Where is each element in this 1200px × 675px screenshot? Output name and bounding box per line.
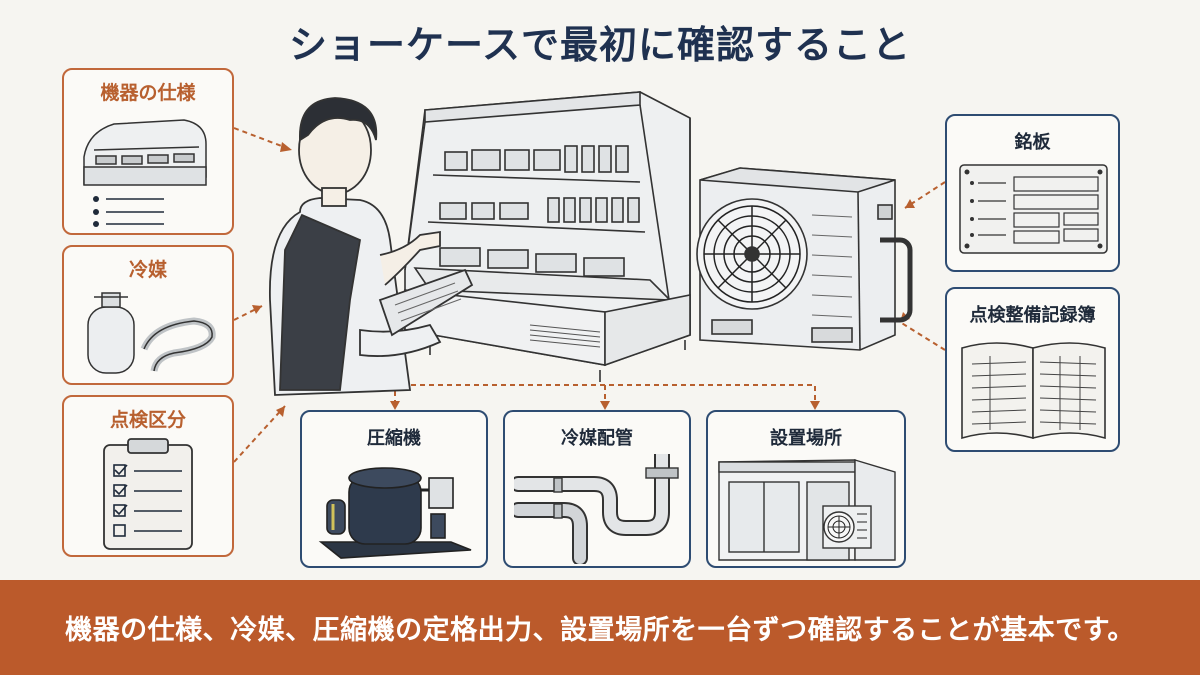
main-illustration [233,91,946,463]
inspection-category-card-label: 点検区分 [109,409,186,431]
installation-site-card-label: 設置場所 [770,428,842,449]
summary-banner: 機器の仕様、冷媒、圧縮機の定格出力、設置場所を一台ずつ確認することが基本です。 [0,580,1200,675]
refrigerant-card-label: 冷媒 [128,259,167,281]
display-case-icon [83,119,207,227]
refrigerant-piping-card-label: 冷媒配管 [561,428,633,449]
storefront-icon [718,459,896,561]
technician-illustration [269,97,474,396]
nameplate-card: 銘板 [945,114,1120,272]
gas-cylinder-icon [87,292,216,374]
showcase-illustration [404,91,691,382]
spec-card: 機器の仕様 [62,68,234,235]
outdoor-unit-illustration [696,167,913,351]
inspection-category-card: 点検区分 [62,395,234,557]
nameplate-icon [959,164,1108,254]
spec-card-label: 機器の仕様 [100,82,196,104]
refrigerant-card: 冷媒 [62,245,234,385]
compressor-icon [318,467,472,559]
compressor-card-label: 圧縮機 [367,428,421,449]
installation-site-card: 設置場所 [706,410,906,568]
nameplate-card-label: 銘板 [1014,132,1051,153]
summary-banner-text: 機器の仕様、冷媒、圧縮機の定格出力、設置場所を一台ずつ確認することが基本です。 [65,615,1135,646]
piping-icon [514,454,679,564]
compressor-card: 圧縮機 [300,410,488,568]
logbook-icon [961,342,1106,440]
clipboard-checklist-icon [103,438,193,550]
maintenance-log-card-label: 点検整備記録簿 [969,305,1096,326]
refrigerant-piping-card: 冷媒配管 [503,410,691,568]
maintenance-log-card: 点検整備記録簿 [945,287,1120,452]
page-title: ショーケースで最初に確認すること [288,23,912,67]
